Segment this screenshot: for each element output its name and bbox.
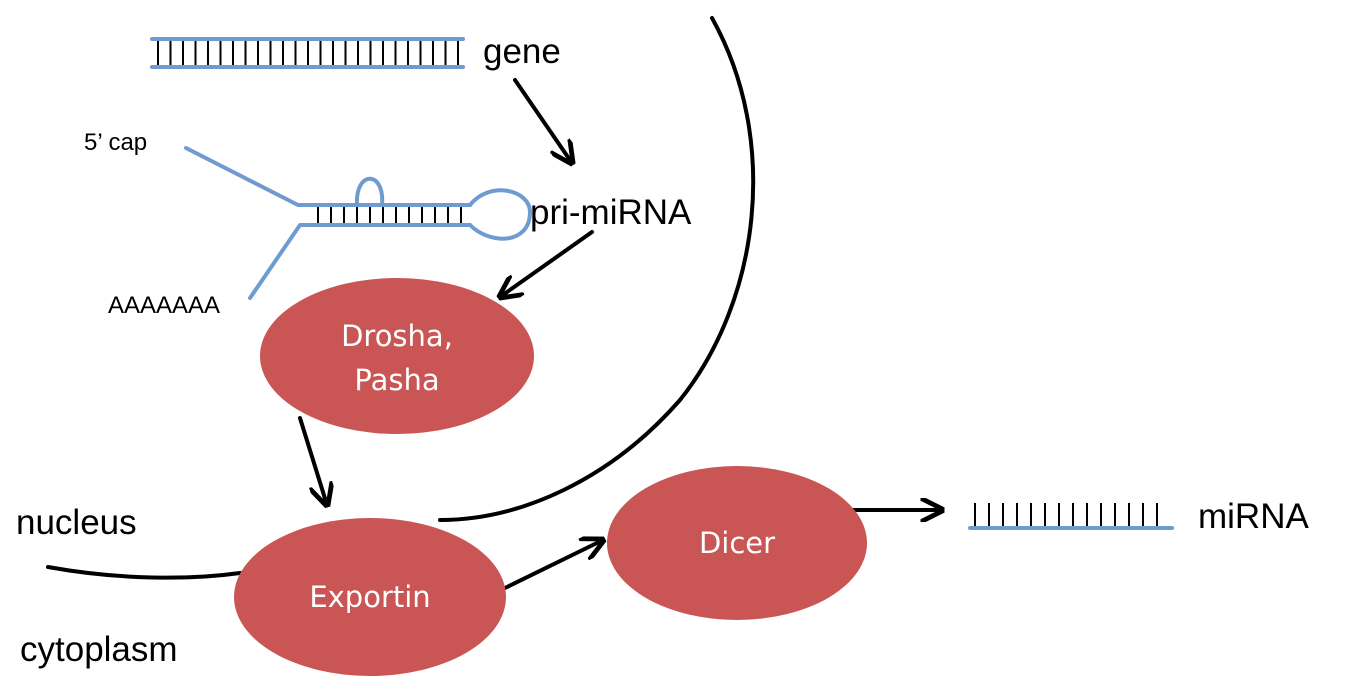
arrow-drosha-to-exportin bbox=[298, 416, 327, 505]
cytoplasm-label: cytoplasm bbox=[20, 630, 178, 669]
nuclear-membrane bbox=[438, 16, 756, 522]
drosha-pasha-node: Drosha, Pasha bbox=[260, 278, 534, 434]
nucleus-label: nucleus bbox=[16, 503, 137, 542]
mirna-strand bbox=[968, 503, 1174, 530]
gene-strand bbox=[150, 37, 465, 69]
mirna-label: miRNA bbox=[1198, 497, 1309, 536]
gene-label: gene bbox=[483, 32, 561, 71]
poly-a-label: AAAAAAA bbox=[108, 292, 220, 319]
exportin-node: Exportin bbox=[234, 518, 506, 676]
five-cap-label: 5’ cap bbox=[84, 129, 147, 156]
pri-mirna-label: pri-miRNA bbox=[530, 193, 692, 232]
pasha-label: Pasha bbox=[354, 363, 439, 397]
dicer-node: Dicer bbox=[607, 466, 867, 620]
dicer-label: Dicer bbox=[699, 526, 775, 560]
arrow-primirna-to-drosha bbox=[500, 230, 594, 297]
nuclear-membrane-bottom bbox=[46, 565, 242, 580]
drosha-label: Drosha, bbox=[341, 319, 453, 353]
arrow-gene-to-primirna bbox=[513, 78, 572, 163]
arrow-exportin-to-dicer bbox=[503, 540, 603, 590]
exportin-label: Exportin bbox=[309, 580, 430, 614]
pri-mirna-hairpin bbox=[184, 146, 532, 300]
